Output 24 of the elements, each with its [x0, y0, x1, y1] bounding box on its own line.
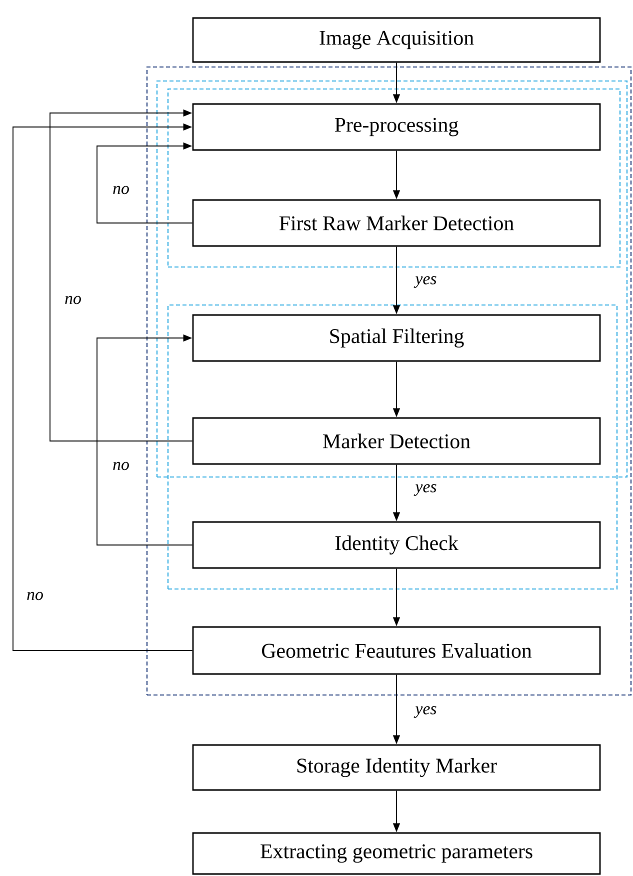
edge-label: yes	[414, 705, 438, 719]
edge-label: yes	[414, 275, 438, 289]
group-frame	[167, 88, 621, 268]
process-box: Image Acquisition	[192, 17, 601, 63]
edge-label: no	[112, 460, 130, 472]
group-frame	[146, 66, 632, 696]
edge-label: no	[112, 184, 130, 196]
process-box: Spatial Filtering	[192, 314, 601, 362]
process-box: Storage Identity Marker	[192, 744, 601, 791]
process-box: First Raw Marker Detection	[192, 199, 601, 247]
arrow	[12, 123, 193, 651]
edge-label: no	[64, 294, 82, 306]
edge-label: yes	[414, 483, 438, 497]
edge-label: no	[26, 590, 44, 602]
arrow	[96, 142, 193, 224]
process-box: Extracting geometric parameters	[192, 832, 601, 875]
group-frame	[167, 304, 618, 590]
process-box: Marker Detection	[192, 417, 601, 465]
arrow	[96, 334, 193, 546]
process-box: Pre-processing	[192, 103, 601, 151]
process-box: Geometric Feautures Evaluation	[192, 626, 601, 675]
group-frame	[156, 80, 628, 478]
process-box: Identity Check	[192, 521, 601, 569]
arrow	[50, 109, 193, 442]
